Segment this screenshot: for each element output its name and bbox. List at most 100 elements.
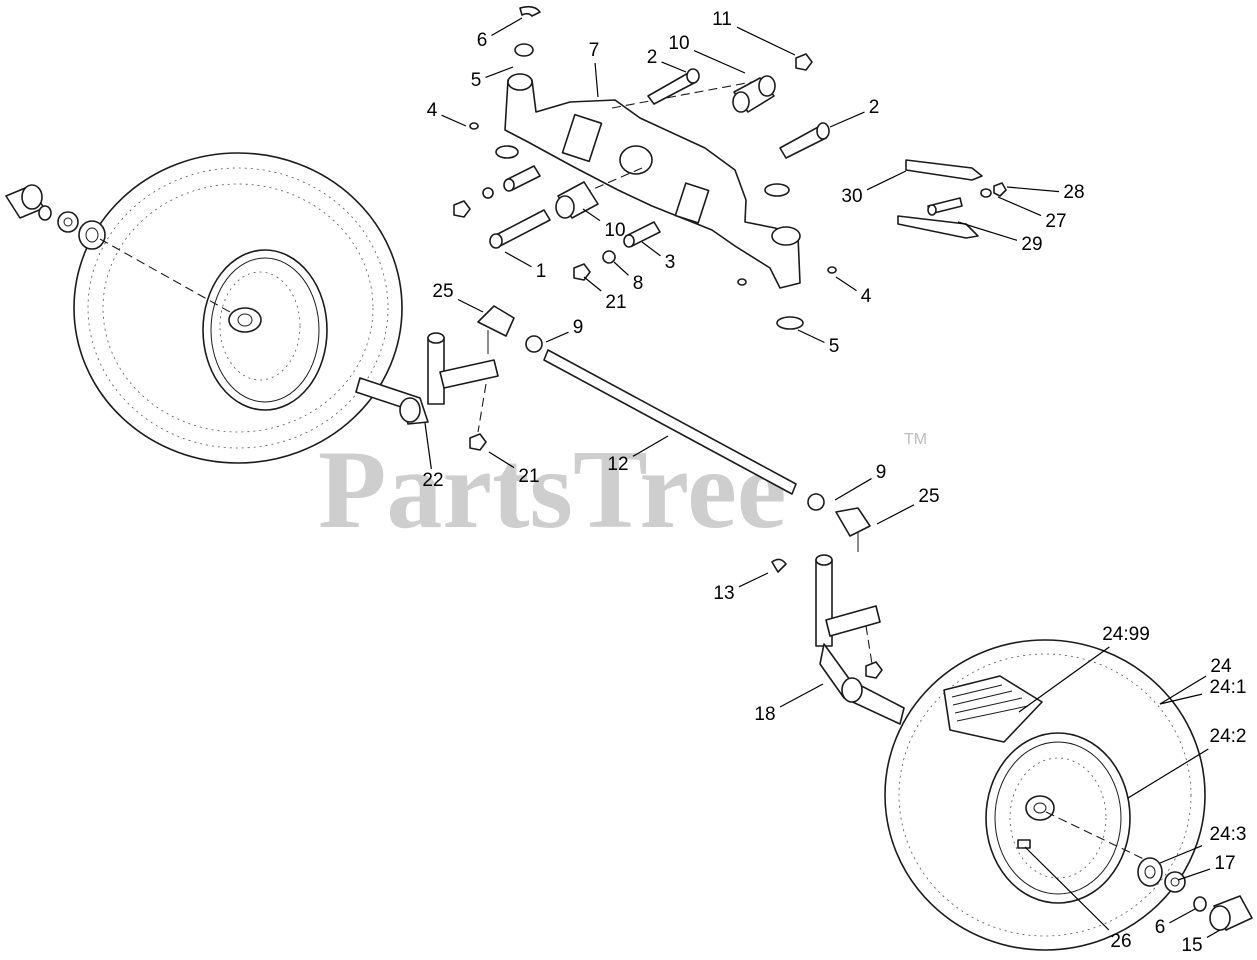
callout-c6a: 6 [477, 17, 523, 51]
left-spindle [355, 332, 499, 451]
callout-leader [641, 241, 661, 257]
callout-label: 4 [861, 286, 872, 307]
callout-label: 24:99 [1102, 624, 1150, 645]
callout-label: 2 [647, 47, 658, 68]
watermark: PartsTree TM [318, 428, 927, 552]
left-hub [228, 307, 262, 333]
nut-21-lower [469, 433, 487, 451]
callout-label: 8 [633, 273, 644, 294]
right-steering-arm [825, 605, 881, 637]
callout-c242: 24:2 [1127, 726, 1247, 799]
callout-leader [835, 276, 857, 292]
callout-c4b: 4 [835, 276, 872, 307]
callout-label: 25 [918, 486, 939, 507]
left-bearing [78, 220, 106, 250]
key-13 [771, 558, 787, 573]
callout-label: 24 [1210, 656, 1232, 677]
callout-label: 7 [589, 40, 600, 61]
front-axle [504, 73, 801, 289]
callout-c9b: 9 [834, 462, 887, 501]
callout-leader [797, 329, 825, 344]
jam-nut-9-left [525, 335, 543, 353]
callout-leader [1169, 908, 1196, 924]
washer-lower-left [495, 145, 519, 159]
callout-label: 27 [1045, 211, 1066, 232]
callout-c27: 27 [997, 196, 1067, 232]
cotter-pin-top [519, 5, 541, 17]
callout-c30: 30 [841, 170, 907, 207]
callout-leader [485, 66, 514, 78]
callout-label: 12 [607, 454, 628, 475]
callout-c29: 29 [957, 221, 1043, 255]
callout-leader [1177, 868, 1211, 881]
callout-label: 1 [536, 261, 547, 282]
callout-leader [876, 504, 915, 525]
callout-leader [738, 572, 769, 588]
callout-label: 21 [605, 292, 626, 313]
callout-c22: 22 [422, 422, 444, 491]
right-wheel-hardware [1137, 857, 1253, 931]
right-wheel [884, 639, 1206, 951]
callout-c21b: 21 [488, 451, 540, 487]
callout-c18: 18 [754, 683, 824, 725]
right-bearing [1137, 857, 1163, 887]
tie-rod [543, 349, 797, 495]
callout-leader [1024, 846, 1110, 931]
callout-c13: 13 [713, 572, 769, 604]
callout-leader [1159, 675, 1207, 705]
callout-c25a: 25 [432, 281, 484, 313]
callout-leader [632, 435, 669, 457]
callout-label: 6 [1155, 917, 1166, 938]
callout-label: 24:2 [1210, 726, 1247, 747]
right-rim [985, 732, 1131, 904]
callout-leader [1018, 646, 1110, 713]
callout-label: 22 [422, 470, 443, 491]
callout-c12: 12 [607, 435, 669, 475]
callout-label: 24:3 [1210, 824, 1247, 845]
callout-leader [693, 50, 746, 74]
tire-tread-label [943, 675, 1043, 743]
right-snap-ring [1193, 896, 1207, 912]
callout-label: 18 [754, 704, 775, 725]
jam-nut-9-right [807, 493, 825, 511]
axle-hardware [453, 5, 837, 330]
callout-leader [491, 17, 523, 37]
callout-c10b: 10 [582, 208, 626, 241]
callout-leader [488, 451, 515, 469]
callout-leader [957, 221, 1018, 241]
callout-label: 29 [1021, 234, 1042, 255]
callout-c2a: 2 [647, 47, 687, 73]
callout-c9a: 9 [545, 317, 583, 343]
tie-rod-assembly [477, 305, 871, 552]
callout-label: 5 [829, 336, 840, 357]
callout-c26: 26 [1024, 846, 1132, 952]
callout-leader [997, 196, 1042, 217]
callout-c6b: 6 [1155, 908, 1196, 938]
washer-right [764, 183, 790, 197]
callout-leader [457, 298, 484, 313]
callout-leader [829, 111, 865, 128]
nut-28 [993, 182, 1007, 197]
callout-leader [1006, 186, 1060, 193]
washer-left [482, 187, 494, 199]
callout-leader [1127, 748, 1209, 799]
callout-label: 15 [1181, 935, 1202, 956]
callout-label: 3 [665, 252, 676, 273]
bracket-30-upper [905, 159, 983, 181]
callout-c4a: 4 [427, 100, 467, 127]
right-hub [1025, 795, 1055, 821]
right-washer [1164, 871, 1186, 893]
callout-c1: 1 [504, 251, 547, 282]
callout-label: 9 [876, 462, 887, 483]
washer-bottom [776, 316, 804, 330]
callout-c5a: 5 [471, 66, 514, 91]
washer-8 [602, 250, 616, 264]
left-snap-ring [38, 205, 52, 221]
callout-label: 26 [1110, 931, 1131, 952]
right-spindle-axle [819, 643, 905, 725]
callout-leader [582, 208, 601, 222]
left-rim [202, 249, 328, 411]
callout-leader [424, 422, 432, 470]
callout-c21a: 21 [583, 276, 627, 313]
